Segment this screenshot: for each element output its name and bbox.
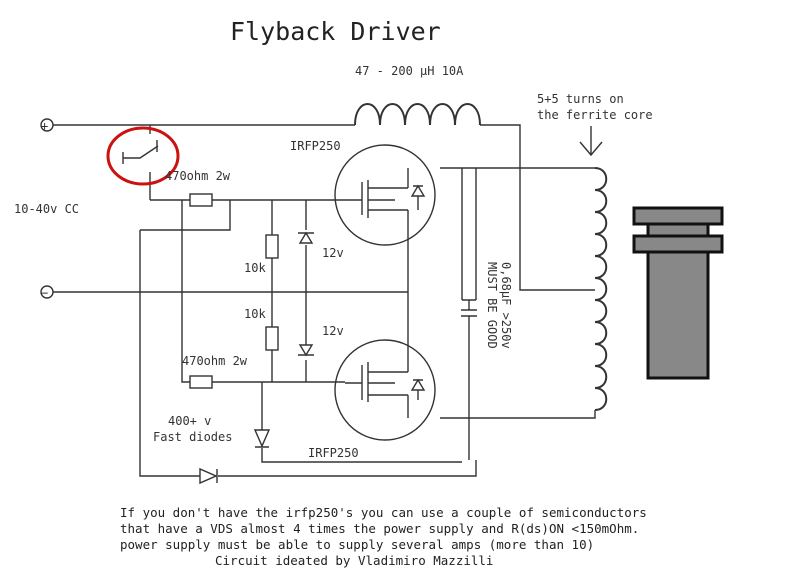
- resistor-10k-bottom-label: 10k: [244, 307, 266, 321]
- mosfet-bottom-label: IRFP250: [308, 446, 359, 460]
- negative-terminal: −: [40, 285, 54, 300]
- primary-winding: [440, 167, 608, 419]
- diode-label-line-1: 400+ v: [168, 414, 211, 428]
- inductor-label: 47 - 200 µH 10A: [355, 64, 464, 78]
- mosfet-bottom: [334, 339, 436, 441]
- down-arrow-icon: [579, 126, 603, 157]
- inductor-rail-wire: [150, 124, 595, 291]
- zener-bottom-label: 12v: [322, 324, 344, 338]
- fast-diode-vertical-wire: [261, 382, 462, 463]
- gate-resistor-bottom: [189, 375, 213, 389]
- zener-bottom: [298, 344, 314, 357]
- resistor-10k-top-label: 10k: [244, 261, 266, 275]
- gate-bottom-wire: [181, 200, 345, 383]
- inductor: [354, 103, 481, 126]
- primary-label-line-1: 5+5 turns on: [537, 92, 624, 106]
- primary-label-line-2: the ferrite core: [537, 108, 653, 122]
- diode-bottom-wire: [139, 230, 477, 477]
- footer-note-2: that have a VDS almost 4 times the power…: [120, 521, 639, 536]
- supply-label: 10-40v CC: [14, 202, 79, 216]
- highlight-circle: [106, 126, 180, 186]
- fast-diode-bottom: [199, 467, 218, 485]
- diagram-title: Flyback Driver: [230, 17, 441, 46]
- zener-top-label: 12v: [322, 246, 344, 260]
- diode-left-wire: [140, 200, 231, 231]
- footer-note-1: If you don't have the irfp250's you can …: [120, 505, 647, 520]
- ferrite-core: [632, 206, 724, 380]
- resistor-bottom-label: 470ohm 2w: [182, 354, 248, 368]
- diode-label-line-2: Fast diodes: [153, 430, 232, 444]
- resistor-10k-top: [265, 234, 279, 259]
- footer-note-3: power supply must be able to supply seve…: [120, 537, 594, 552]
- resistor-10k-bottom: [265, 326, 279, 351]
- mosfet-top: [334, 144, 436, 246]
- fast-diode-right: [253, 429, 271, 448]
- gate-resistor-top: [189, 193, 213, 207]
- capacitor: [461, 168, 477, 460]
- footer-credit: Circuit ideated by Vladimiro Mazzilli: [215, 553, 493, 568]
- capacitor-label-line-1: 0,68µF >250v: [499, 262, 513, 349]
- zener-top: [298, 231, 314, 244]
- top-rail-wire: [53, 124, 345, 201]
- power-switch: [122, 140, 159, 164]
- resistor-top-label: 470ohm 2w: [165, 169, 231, 183]
- positive-terminal: +: [40, 118, 54, 133]
- capacitor-label-line-2: MUST BE GOOD: [485, 262, 499, 349]
- plus-symbol: +: [41, 119, 48, 133]
- minus-symbol: −: [41, 286, 48, 300]
- mosfet-top-label: IRFP250: [290, 139, 341, 153]
